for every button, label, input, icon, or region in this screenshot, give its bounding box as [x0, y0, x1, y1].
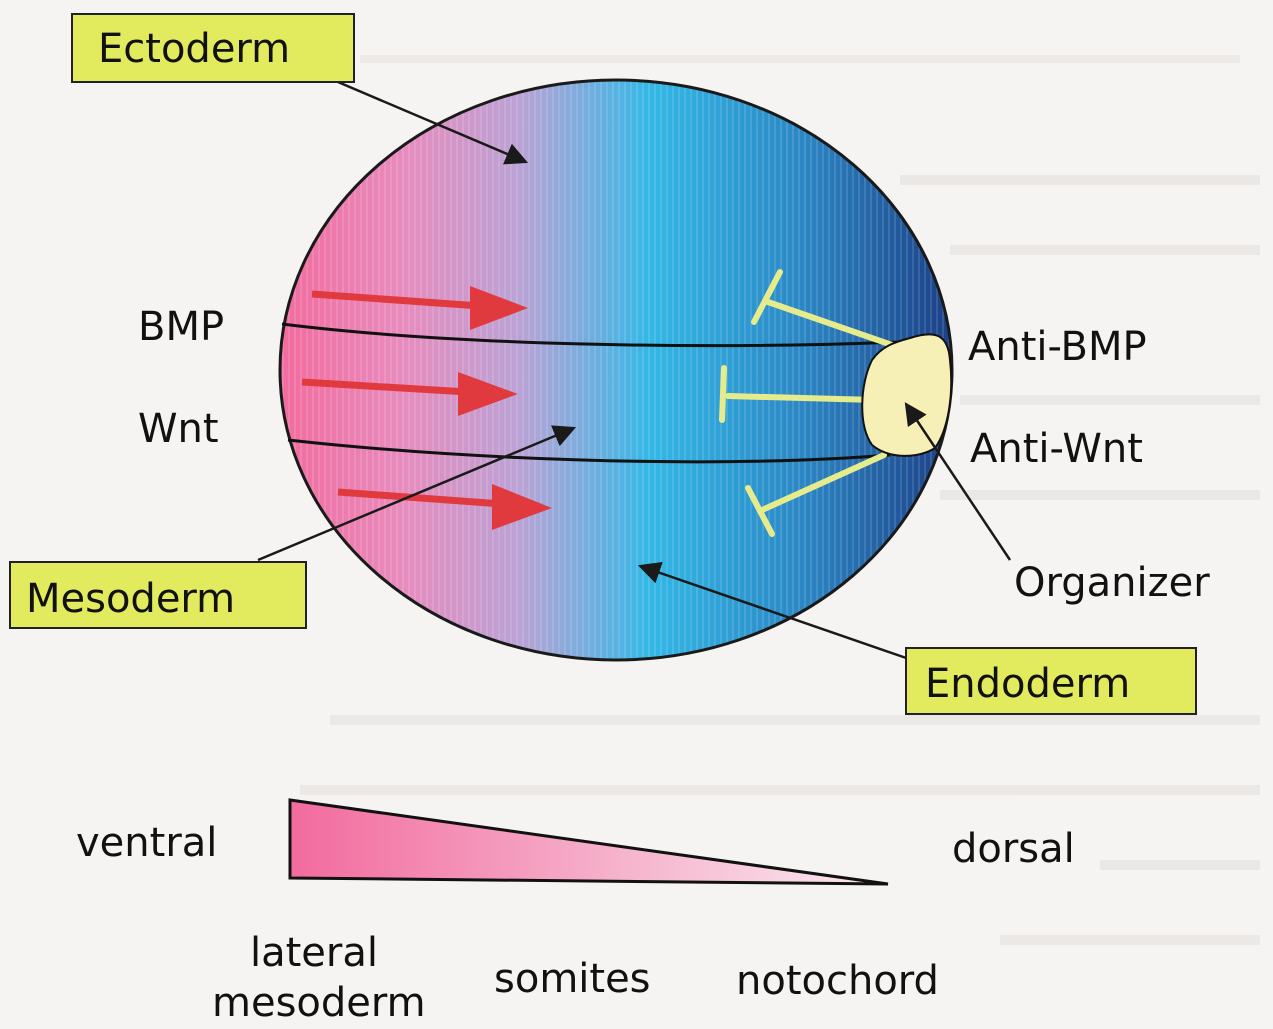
embryo-sphere: [280, 80, 952, 660]
ectoderm-label: Ectoderm: [98, 26, 290, 72]
anti-bmp-label: Anti-BMP: [968, 324, 1147, 370]
bmp-label: BMP: [138, 304, 224, 350]
mesoderm-label: Mesoderm: [26, 576, 235, 622]
wnt-label: Wnt: [138, 406, 219, 452]
endoderm-label-box: Endoderm: [906, 648, 1196, 714]
organizer-label: Organizer: [1014, 560, 1210, 606]
anti-wnt-label: Anti-Wnt: [970, 426, 1143, 472]
ectoderm-label-box: Ectoderm: [72, 14, 354, 82]
somites-label: somites: [494, 956, 651, 1002]
endoderm-label: Endoderm: [925, 661, 1130, 707]
lateral-mesoderm-label-line2: mesoderm: [212, 980, 426, 1026]
dorsal-label: dorsal: [952, 826, 1075, 872]
mesoderm-label-box: Mesoderm: [10, 562, 306, 628]
lateral-mesoderm-label-line1: lateral: [250, 930, 378, 976]
ventral-dorsal-gradient-wedge: [290, 800, 888, 884]
notochord-label: notochord: [736, 958, 939, 1004]
ventral-label: ventral: [76, 820, 217, 866]
